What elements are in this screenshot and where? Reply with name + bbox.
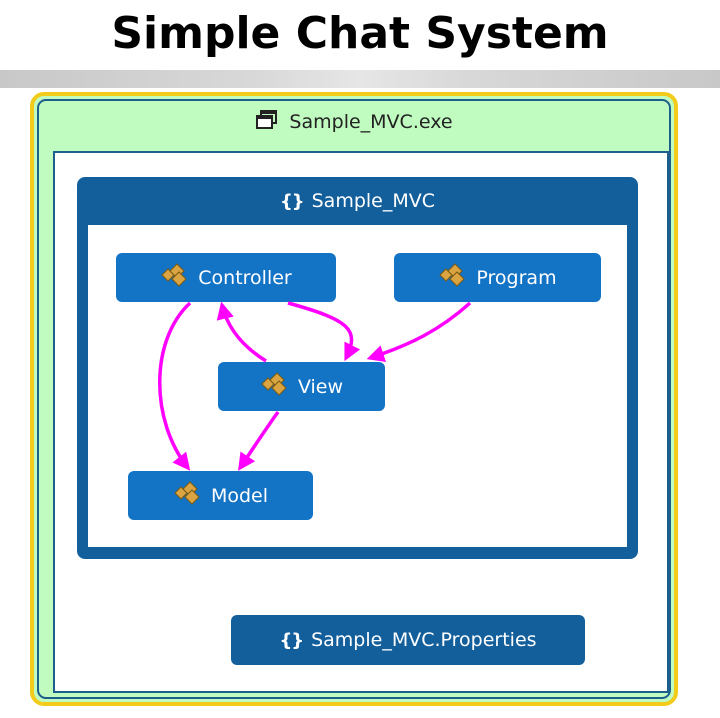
title-divider [0,70,720,88]
class-label: Program [476,266,557,289]
namespace-properties-label: Sample_MVC.Properties [311,629,537,651]
class-label: Model [210,484,269,507]
page-title: Simple Chat System [111,8,609,59]
class-node-view[interactable]: View [218,362,385,411]
namespace-braces-icon: {} [279,629,304,651]
class-icon [160,263,188,292]
assembly-label: Sample_MVC.exe [289,111,453,133]
class-icon [260,372,288,401]
namespace-label: Sample_MVC [311,190,436,212]
assembly-header: Sample_MVC.exe [34,104,674,140]
class-node-program[interactable]: Program [394,253,601,302]
class-label: View [297,375,344,398]
class-icon [438,263,466,292]
namespace-group-header: {} Sample_MVC [77,177,638,225]
class-node-controller[interactable]: Controller [116,253,336,302]
namespace-braces-icon: {} [279,190,305,212]
class-icon [173,481,201,510]
namespace-node-properties[interactable]: {} Sample_MVC.Properties [231,615,585,665]
assembly-window-icon [255,109,279,136]
class-label: Controller [198,266,292,289]
class-node-model[interactable]: Model [128,471,313,520]
assembly-inner-border [37,99,671,699]
